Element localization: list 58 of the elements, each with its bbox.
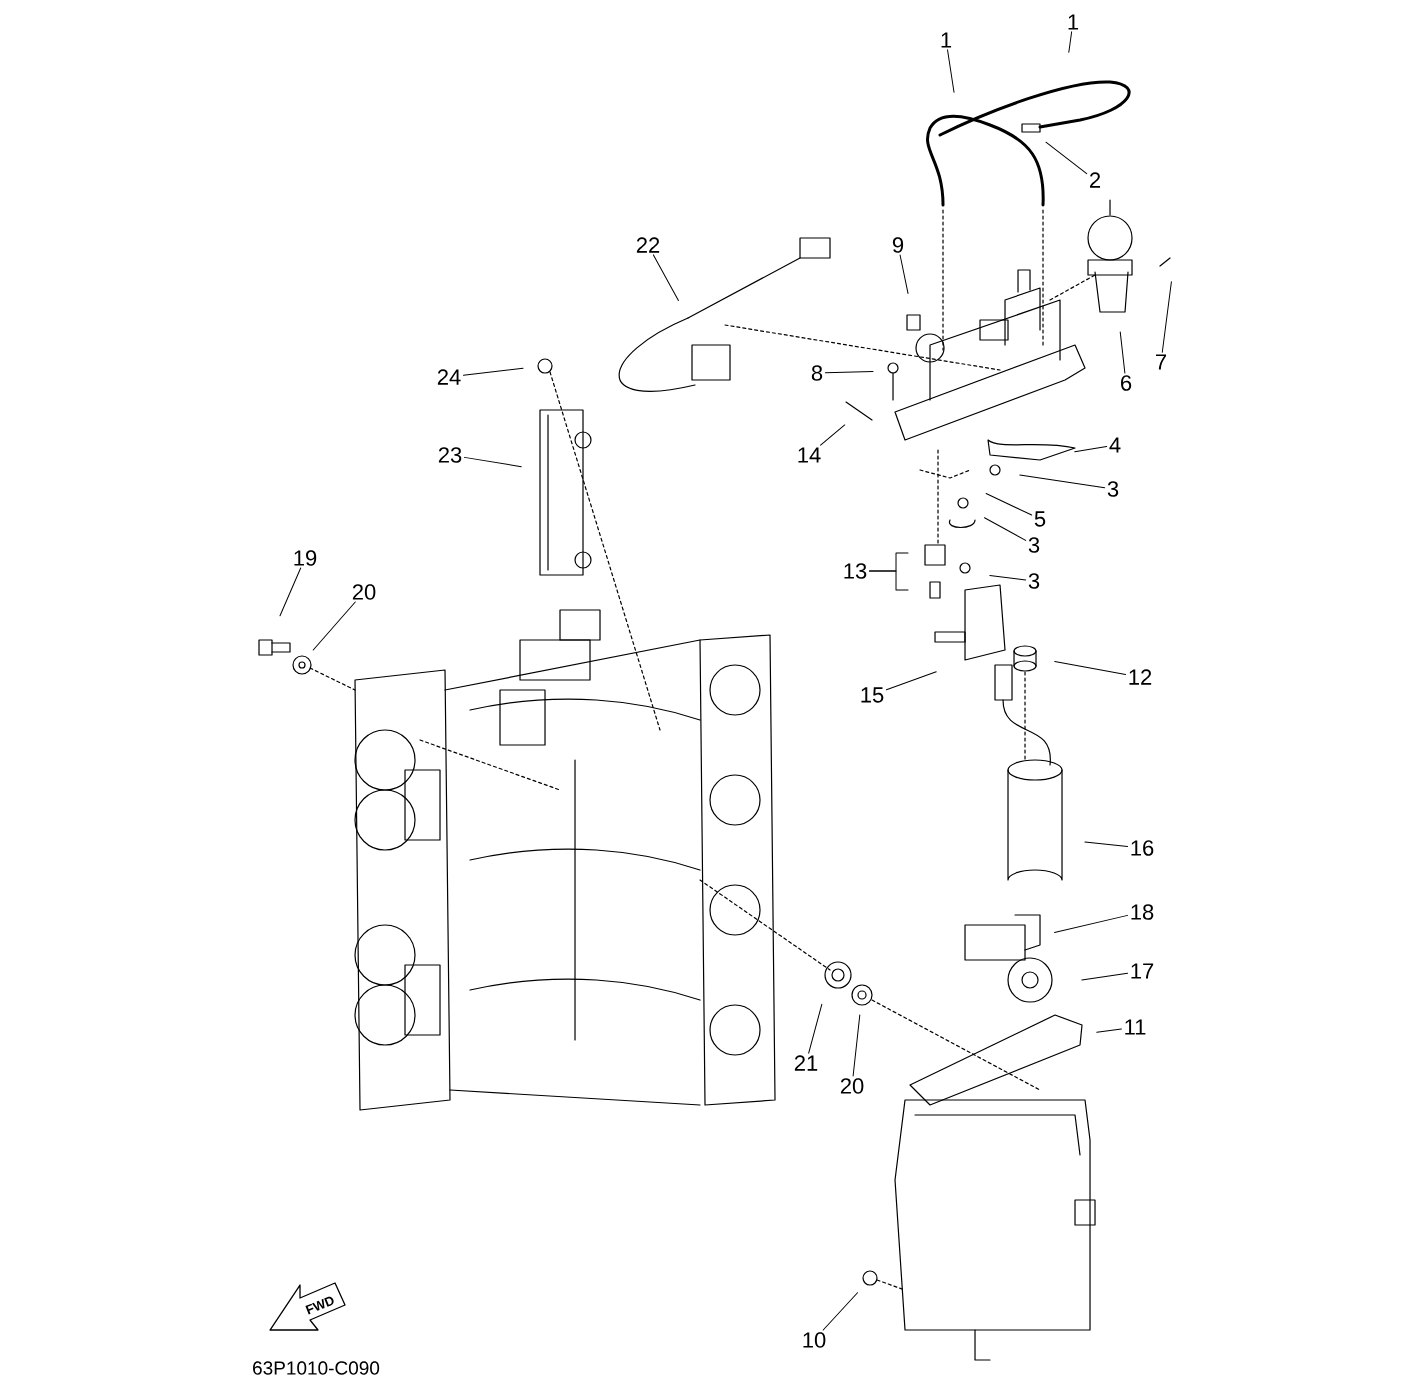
leader-line — [463, 456, 522, 468]
callout-number: 6 — [1121, 375, 1132, 391]
callout-number: 13 — [844, 563, 867, 579]
leader-line — [279, 567, 302, 617]
callout-number: 1 — [1068, 14, 1079, 30]
leader-line — [1054, 661, 1127, 675]
leader-line — [824, 371, 874, 374]
leader-line — [808, 1003, 823, 1054]
callout-number: 22 — [636, 237, 660, 253]
leader-line — [1081, 972, 1129, 981]
leader-line — [868, 570, 909, 591]
leader-line — [985, 493, 1033, 516]
leader-line — [1119, 331, 1126, 374]
leader-line — [1068, 31, 1073, 53]
callout-number: 19 — [294, 550, 317, 566]
callout-number: 18 — [1131, 904, 1154, 920]
arrow-label: FWD — [305, 1296, 334, 1315]
callout-number: 21 — [794, 1055, 818, 1071]
callout-number: 3 — [1107, 481, 1119, 497]
callout-number: 24 — [437, 369, 461, 385]
callout-number: 3 — [1028, 537, 1040, 553]
leader-line — [984, 517, 1027, 541]
callout-number: 8 — [811, 365, 823, 381]
leader-line — [1084, 841, 1129, 847]
callout-number: 14 — [798, 447, 821, 463]
callout-number: 20 — [352, 584, 376, 600]
leader-line — [1054, 914, 1129, 933]
leader-line — [820, 424, 846, 446]
callout-number: 15 — [861, 687, 884, 703]
leader-line — [947, 49, 955, 93]
callout-number: 17 — [1131, 963, 1154, 979]
leader-line — [312, 601, 356, 651]
callout-number: 10 — [803, 1332, 826, 1348]
callout-number: 3 — [1028, 573, 1040, 589]
leader-line — [1045, 141, 1088, 175]
callout-number: 2 — [1090, 172, 1101, 188]
leader-line — [822, 1292, 858, 1331]
leader-line — [652, 254, 679, 301]
leader-line — [1096, 1028, 1122, 1033]
leader-line — [462, 367, 524, 376]
callout-number: 5 — [1034, 511, 1046, 527]
leader-line — [1074, 445, 1108, 453]
callout-number: 23 — [438, 447, 462, 463]
drawing-code: 63P1010-C090 — [253, 1361, 380, 1375]
callout-number: 11 — [1125, 1019, 1146, 1035]
leader-line — [899, 254, 909, 294]
leader-line — [1019, 474, 1106, 489]
callout-number: 20 — [840, 1078, 864, 1094]
leader-line — [885, 671, 937, 691]
leader-line — [1161, 281, 1172, 353]
callout-number: 1 — [941, 32, 952, 48]
callout-number: 16 — [1131, 840, 1154, 856]
callout-number: 12 — [1129, 669, 1152, 685]
callout-number: 7 — [1156, 354, 1167, 370]
callout-number: 4 — [1109, 437, 1121, 453]
leader-line — [989, 575, 1027, 581]
callout-number: 9 — [892, 237, 904, 253]
leader-line — [852, 1014, 861, 1077]
